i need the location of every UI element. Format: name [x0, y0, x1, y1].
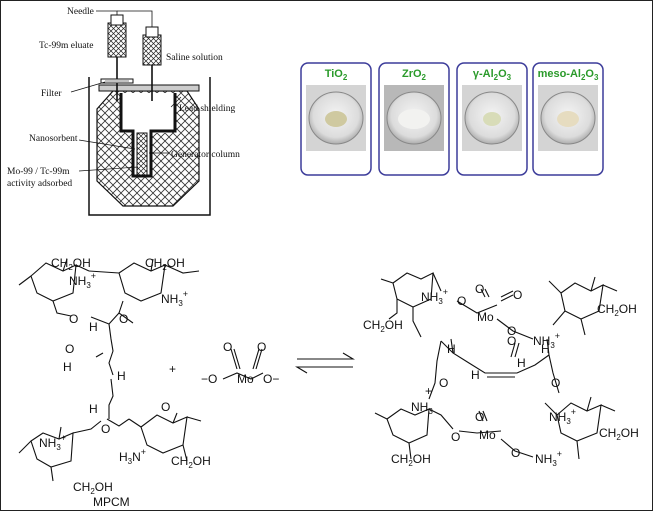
sample-panel: ZrO2	[378, 62, 450, 176]
nanosorbent-label: Nanosorbent	[29, 134, 78, 144]
h-label: H	[89, 320, 98, 334]
activity-label-line1: Mo-99 / Tc-99m	[7, 167, 70, 177]
sample-panel: TiO2	[300, 62, 372, 176]
charge-plus: +	[425, 384, 432, 398]
mo-label: Mo	[479, 428, 496, 442]
sample-powder	[483, 112, 501, 126]
o-label: O	[119, 312, 128, 326]
h-label: H	[89, 402, 98, 416]
complex-mo-top-bonds	[456, 288, 514, 314]
o-label: O	[69, 312, 78, 326]
saline-label: Saline solution	[166, 53, 223, 63]
o-label: O	[161, 400, 170, 414]
ch2oh-label: CH2OH	[597, 302, 637, 318]
mpcm-linker-top	[90, 312, 134, 325]
reaction-scheme	[18, 258, 618, 482]
saline-vial	[142, 26, 162, 101]
sample-title: meso-Al2O3	[538, 68, 599, 82]
forward-arrow	[297, 352, 355, 360]
column-cavity	[119, 93, 177, 178]
complex-ring-top-right	[560, 282, 604, 320]
eluate-vial	[107, 14, 127, 101]
nh3-label: NH3+	[39, 433, 66, 452]
eluate-label: Tc-99m eluate	[39, 41, 93, 51]
o-label: O	[551, 376, 560, 390]
h-label: H	[541, 342, 550, 356]
h-label: H	[117, 369, 126, 383]
generator-column	[136, 132, 148, 176]
h-label: H	[63, 360, 72, 374]
molybdate-bonds	[222, 372, 264, 380]
mpcm-ring-top-left	[30, 262, 77, 302]
activity-label-line2: activity adsorbed	[7, 179, 72, 189]
top-plate	[98, 84, 200, 92]
molybdate-o-minus: −O	[201, 372, 217, 386]
nh3-label: NH3	[411, 400, 433, 416]
generator-column-label: Generator column	[171, 150, 240, 160]
generator-schematic: Needle Tc-99m eluate Saline solution Fil…	[7, 7, 240, 216]
o-label: O	[507, 324, 516, 338]
sample-panel: γ-Al2O3	[456, 62, 528, 176]
o-label: O	[475, 410, 484, 424]
plus-sign: +	[169, 362, 176, 376]
ch2oh-label: CH2OH	[171, 454, 211, 470]
o-label: O	[101, 422, 110, 436]
molybdate-o: O	[223, 340, 232, 354]
sample-title: TiO2	[325, 68, 348, 82]
reaction-labels: CH2OH CH2OH NH3+ NH3+ O H O O H H H O O …	[39, 256, 639, 509]
needle-label: Needle	[67, 7, 94, 17]
o-label: O	[511, 446, 520, 460]
h-label: H	[471, 368, 480, 382]
complex-mo-bottom-bonds	[458, 410, 534, 458]
aldehyde-o-label: O	[507, 334, 516, 348]
nh3-label: NH3+	[535, 449, 562, 468]
h-label: H	[447, 342, 456, 356]
sample-panel: meso-Al2O3	[532, 62, 604, 176]
ch2oh-label: CH2OH	[73, 480, 113, 496]
mpcm-ring-bottom-right	[140, 414, 188, 454]
sample-title: γ-Al2O3	[473, 68, 512, 82]
aldehyde-o-label: O	[65, 342, 74, 356]
reverse-arrow	[295, 366, 353, 374]
sample-powder	[325, 111, 347, 127]
o-label: O	[475, 282, 484, 296]
container-outline	[88, 77, 211, 216]
o-label: O	[513, 288, 522, 302]
nh3-label: NH3+	[69, 271, 96, 290]
h-label: H	[517, 356, 526, 370]
complex-backbone	[440, 340, 550, 374]
sample-panels: TiO2 ZrO2 γ-Al2O3 meso-Al2O3	[300, 62, 604, 176]
lead-shielding-label: Lead shielding	[179, 104, 235, 114]
filter-label: Filter	[41, 89, 62, 99]
complex-ring-bottom-right	[556, 402, 602, 442]
mpcm-label: MPCM	[93, 495, 130, 509]
o-label: O	[451, 430, 460, 444]
nh3-label: NH3+	[421, 287, 448, 306]
o-label: O	[439, 376, 448, 390]
complex-ring-bottom-left	[386, 408, 430, 444]
ch2oh-label: CH2OH	[51, 256, 91, 272]
ch2oh-label: CH2OH	[145, 256, 185, 272]
sample-title: ZrO2	[402, 68, 427, 82]
molybdate-o: O	[257, 340, 266, 354]
molybdate-o-minus: O−	[263, 372, 279, 386]
nh3-label: H3N+	[119, 447, 146, 466]
sample-powder	[557, 111, 579, 127]
o-label: O	[457, 294, 466, 308]
ch2oh-label: CH2OH	[363, 318, 403, 334]
nh3-label: NH3+	[549, 407, 576, 426]
sample-powder	[398, 109, 430, 129]
ch2oh-label: CH2OH	[599, 426, 639, 442]
complex-ring-top-left	[392, 272, 434, 308]
nh3-label: NH3+	[161, 289, 188, 308]
ch2oh-label: CH2OH	[391, 452, 431, 468]
mo-label: Mo	[477, 310, 494, 324]
molybdate-mo: Mo	[237, 372, 254, 386]
mpcm-ring-bottom-left	[30, 432, 74, 468]
mpcm-ring-top-right	[118, 262, 166, 302]
